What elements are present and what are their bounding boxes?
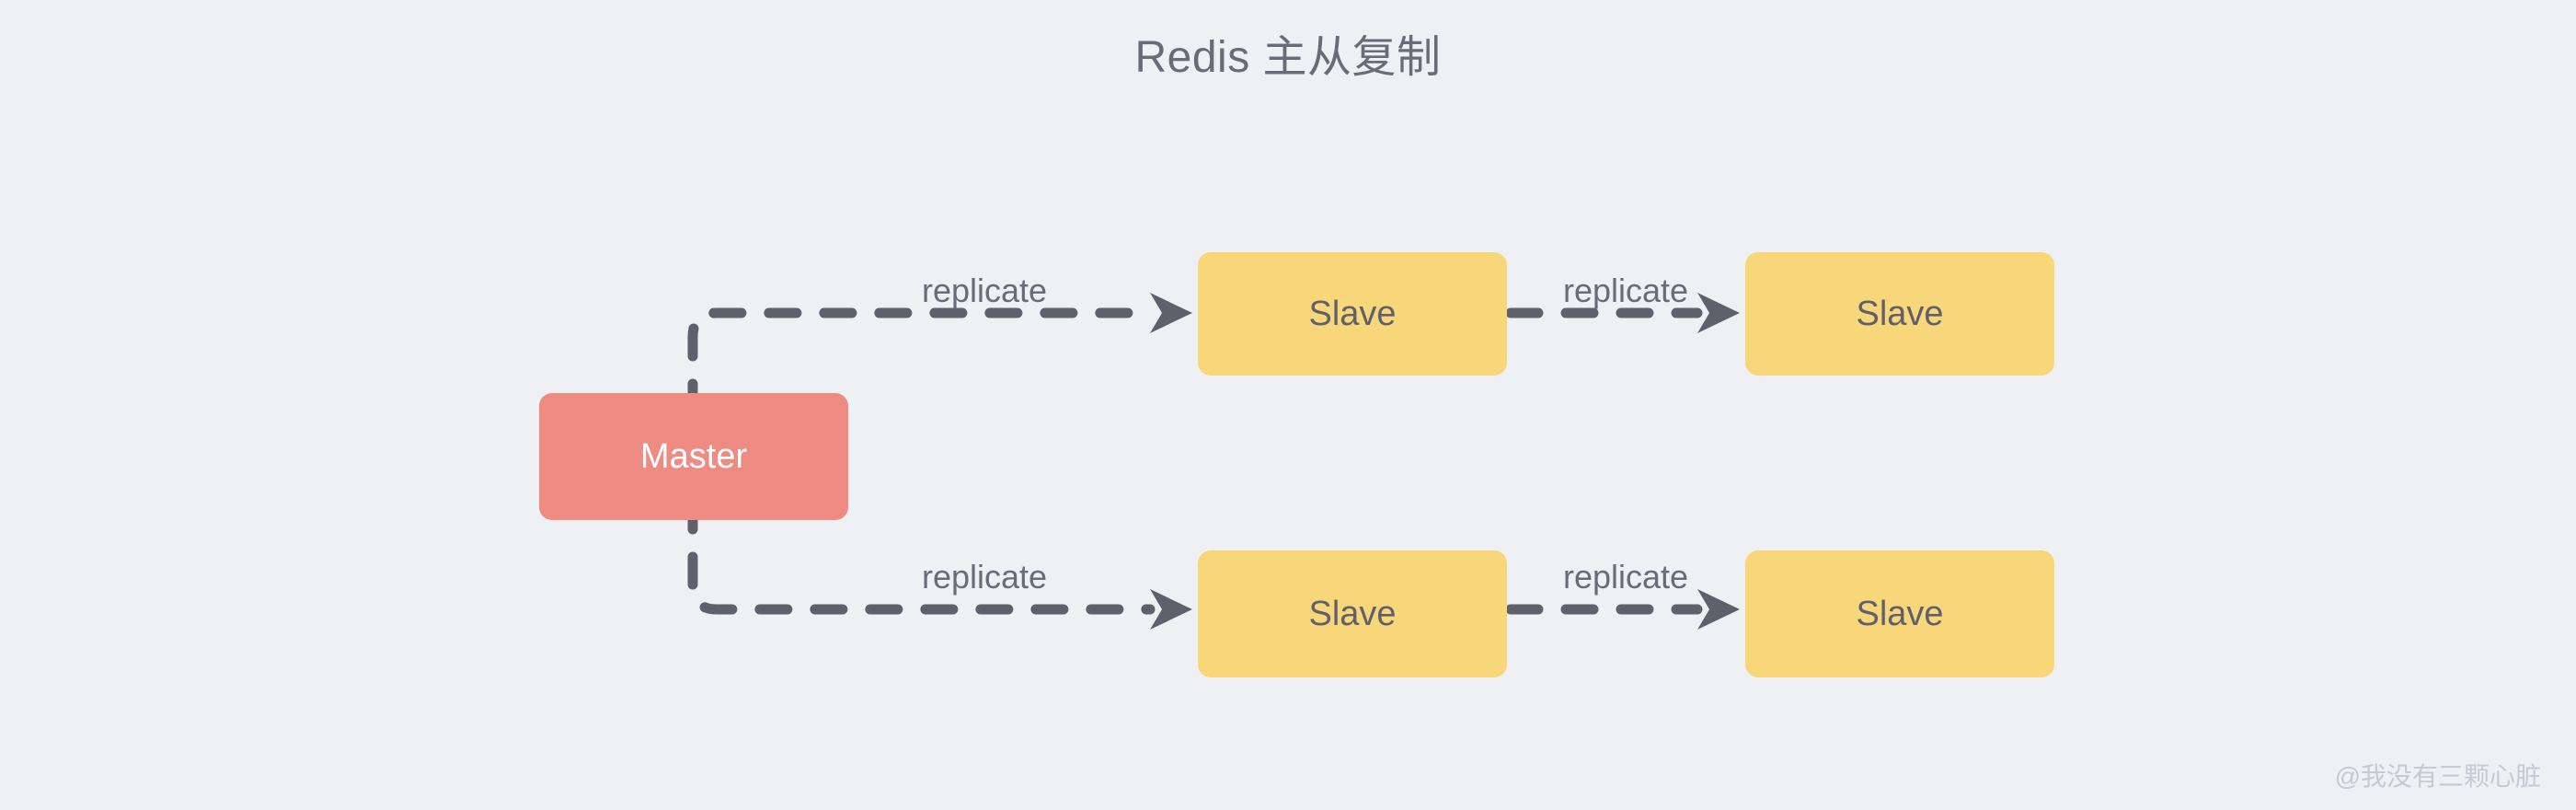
watermark: @我没有三颗心脏 <box>2334 762 2541 791</box>
arrowhead-slave-bot-2 <box>1697 589 1740 630</box>
arrowhead-slave-top-2 <box>1697 293 1740 333</box>
node-label: Slave <box>1856 594 1944 633</box>
node-slave-top-1[interactable]: Slave <box>1198 252 1507 376</box>
arrowhead-slave-top-1 <box>1150 293 1192 333</box>
node-label: Master <box>639 436 748 476</box>
node-master[interactable]: Master <box>539 393 848 520</box>
node-label: Slave <box>1308 594 1397 633</box>
node-slave-bot-1[interactable]: Slave <box>1198 550 1507 677</box>
edge-label-edge-slave-bot-1-to-2: replicate <box>1562 558 1689 596</box>
node-slave-top-2[interactable]: Slave <box>1745 252 2054 376</box>
node-label: Slave <box>1856 294 1944 333</box>
node-label: Slave <box>1308 294 1397 333</box>
node-slave-bot-2[interactable]: Slave <box>1745 550 2054 677</box>
edge-label-edge-master-to-slave-top-1: replicate <box>921 272 1048 309</box>
edge-label-edge-master-to-slave-bot-1: replicate <box>921 558 1048 596</box>
connector-master-to-slave-bot-1 <box>687 496 1156 615</box>
edge-label-edge-slave-top-1-to-2: replicate <box>1562 272 1689 309</box>
page-title: Redis 主从复制 <box>1134 33 1442 82</box>
arrowhead-slave-bot-1 <box>1150 589 1192 630</box>
connector-master-to-slave-top-1 <box>687 307 1156 417</box>
